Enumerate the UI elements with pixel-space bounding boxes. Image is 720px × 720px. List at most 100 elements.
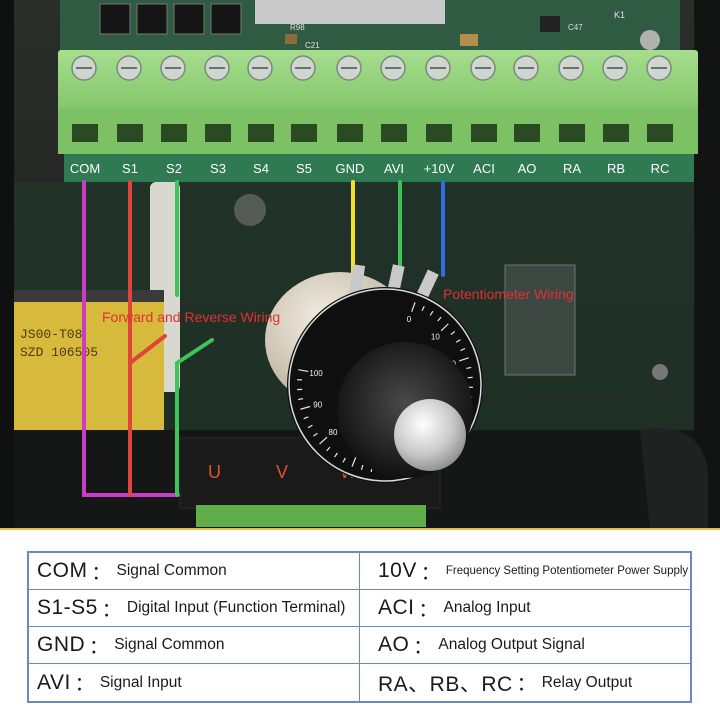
- legend-sep: ：: [413, 636, 433, 658]
- wire-s2-switch: [175, 338, 214, 365]
- transformer: [14, 295, 164, 435]
- terminal-label: AVI: [384, 161, 404, 176]
- terminal-label: S5: [296, 161, 312, 176]
- ic-chip: [210, 3, 242, 35]
- potentiometer-annotation: Potentiometer Wiring: [443, 286, 574, 302]
- enclosure-left-edge: [0, 0, 14, 528]
- terminal-label: +10V: [424, 161, 455, 176]
- legend-desc: Analog Output Signal: [438, 636, 585, 653]
- transformer-label-1: JS00-T08: [20, 327, 82, 342]
- wire-com: [82, 180, 180, 497]
- legend-desc: Relay Output: [541, 673, 633, 691]
- terminal-slot: [72, 124, 98, 142]
- capacitor: [460, 34, 478, 46]
- dial-tick: [466, 366, 472, 370]
- legend-sep: ：: [91, 562, 111, 584]
- dial-tick-label: 0: [407, 315, 412, 324]
- terminal-slot: [117, 124, 143, 142]
- output-label-u: U: [208, 462, 221, 482]
- dial-tick: [360, 464, 364, 470]
- terminal-label: S1: [122, 161, 138, 176]
- terminal-legend-table: COM ： Signal Common 10V ： Frequency Sett…: [27, 551, 692, 703]
- terminal-slot: [205, 124, 231, 142]
- ic-chip: [99, 3, 131, 35]
- ic-chip: [136, 3, 168, 35]
- dial-tick: [342, 457, 346, 463]
- dial-tick-label: 100: [309, 369, 323, 378]
- legend-sep: ：: [418, 599, 438, 621]
- pin-header: [255, 0, 445, 24]
- terminal-slot: [603, 124, 629, 142]
- pcb-label-r98: R98: [290, 23, 305, 32]
- pcb-label-c47: C47: [568, 23, 583, 32]
- terminal-slot: [559, 124, 585, 142]
- potentiometer: 0102030405060708090100: [265, 264, 483, 483]
- transistor: [540, 16, 560, 32]
- terminal-slot: [337, 124, 363, 142]
- dark-cover: [640, 428, 708, 528]
- transformer-top: [14, 290, 164, 302]
- dial-tick: [307, 424, 313, 429]
- screw-head: [640, 30, 660, 50]
- legend-term: GND: [37, 633, 86, 656]
- terminal-slot: [514, 124, 540, 142]
- forward-reverse-annotation: Forward and Reverse Wiring: [102, 309, 280, 325]
- dial-tick: [298, 369, 309, 373]
- legend-sep: ：: [89, 636, 109, 658]
- wire-s1-switch: [128, 334, 167, 365]
- connector-module: [504, 264, 576, 376]
- legend-desc: Signal Common: [114, 636, 225, 653]
- legend-term: ACI: [378, 596, 415, 619]
- terminal-label: ACI: [473, 161, 495, 176]
- dial-tick: [411, 302, 416, 312]
- terminal-label: RA: [563, 161, 581, 176]
- legend-cell-relay: RA、RB、RC ： Relay Output: [360, 664, 690, 701]
- legend-term: RA、RB、RC: [378, 672, 513, 696]
- enclosure-right-edge: [694, 0, 720, 528]
- legend-term: AO: [378, 633, 410, 656]
- terminal-slot: [426, 124, 452, 142]
- dial-tick: [455, 339, 461, 343]
- legend-sep: ：: [516, 674, 536, 695]
- dial-tick: [450, 330, 456, 335]
- terminal-screws: [71, 55, 672, 81]
- legend-sep: ：: [74, 674, 94, 695]
- dial-tick: [440, 323, 449, 332]
- legend-term: S1-S5: [37, 596, 98, 619]
- resistor: [285, 34, 297, 44]
- dial-tick-label: 10: [431, 332, 440, 341]
- legend-cell-ao: AO ： Analog Output Signal: [360, 627, 690, 664]
- legend-cell-aci: ACI ： Analog Input: [360, 590, 690, 627]
- wires: [82, 180, 445, 497]
- pot-knob-cap: [394, 399, 466, 471]
- legend-cell-avi: AVI ： Signal Input: [29, 664, 360, 701]
- terminal-slots: [72, 124, 673, 142]
- terminal-label: RC: [651, 161, 670, 176]
- capacitor-can: [234, 194, 266, 226]
- dial-tick: [429, 310, 434, 316]
- dial-tick: [334, 452, 338, 458]
- power-terminal-green: [196, 505, 426, 527]
- terminal-block-front: [58, 108, 698, 154]
- terminal-label-strip: [64, 154, 694, 182]
- dial-tick: [437, 316, 442, 322]
- dial-tick: [351, 457, 357, 467]
- pcb-label-c21: C21: [305, 41, 320, 50]
- output-label-v: V: [276, 462, 288, 482]
- legend-desc: Digital Input (Function Terminal): [126, 599, 346, 616]
- dial-tick: [421, 305, 425, 311]
- terminal-label: COM: [70, 161, 100, 176]
- dial-tick: [300, 405, 311, 410]
- legend-cell-10v: 10V ： Frequency Setting Potentiometer Po…: [360, 553, 690, 590]
- terminal-label: RB: [607, 161, 625, 176]
- terminal-slot: [647, 124, 673, 142]
- terminal-label: S2: [166, 161, 182, 176]
- terminal-slot: [248, 124, 274, 142]
- legend-term: AVI: [37, 670, 71, 694]
- dial-tick: [313, 432, 318, 437]
- dial-tick-label: 90: [313, 400, 322, 409]
- ic-chip: [173, 3, 205, 35]
- terminal-slot: [291, 124, 317, 142]
- dial-tick-label: 80: [329, 428, 338, 437]
